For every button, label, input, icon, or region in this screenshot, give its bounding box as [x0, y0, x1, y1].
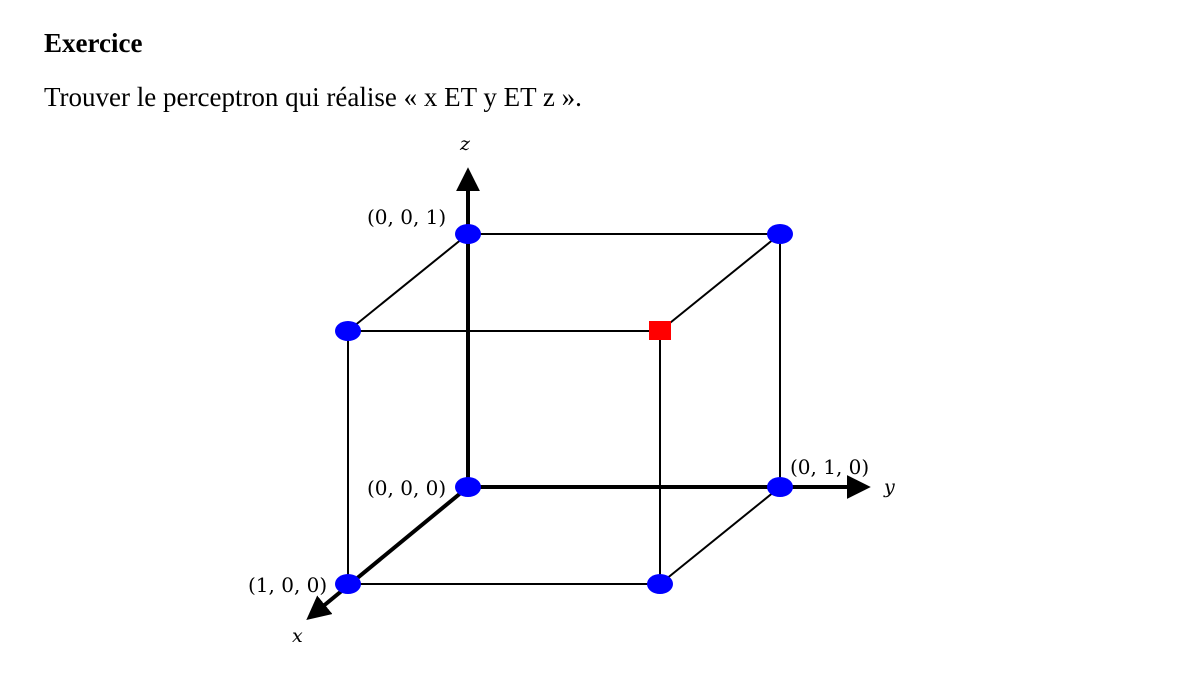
- vertex-1-0-1: [335, 321, 361, 341]
- label-0-0-1: (0, 0, 1): [367, 205, 446, 229]
- y-axis-label: y: [883, 476, 895, 498]
- z-axis-label: z: [459, 133, 471, 155]
- false-points: [335, 224, 793, 594]
- vertex-1-1-1-true-point: [649, 321, 671, 340]
- vertex-0-0-0: [455, 477, 481, 497]
- label-0-1-0: (0, 1, 0): [790, 455, 869, 479]
- exercise-title: Exercice: [44, 28, 143, 58]
- vertex-1-1-0: [647, 574, 673, 594]
- cube-edges: [347, 233, 781, 585]
- exercise-statement: Trouver le perceptron qui réalise « x ET…: [44, 82, 582, 112]
- edge-top-left: [347, 233, 469, 332]
- vertex-1-0-0: [335, 574, 361, 594]
- vertex-0-0-1: [455, 224, 481, 244]
- vertex-0-1-0: [767, 477, 793, 497]
- edge-top-right: [659, 233, 781, 332]
- x-axis: [306, 485, 470, 621]
- label-0-0-0: (0, 0, 0): [367, 476, 446, 500]
- edge-bottom-right: [659, 486, 781, 585]
- vertex-0-1-1: [767, 224, 793, 244]
- label-1-0-0: (1, 0, 0): [248, 573, 327, 597]
- x-axis-label: x: [292, 625, 303, 647]
